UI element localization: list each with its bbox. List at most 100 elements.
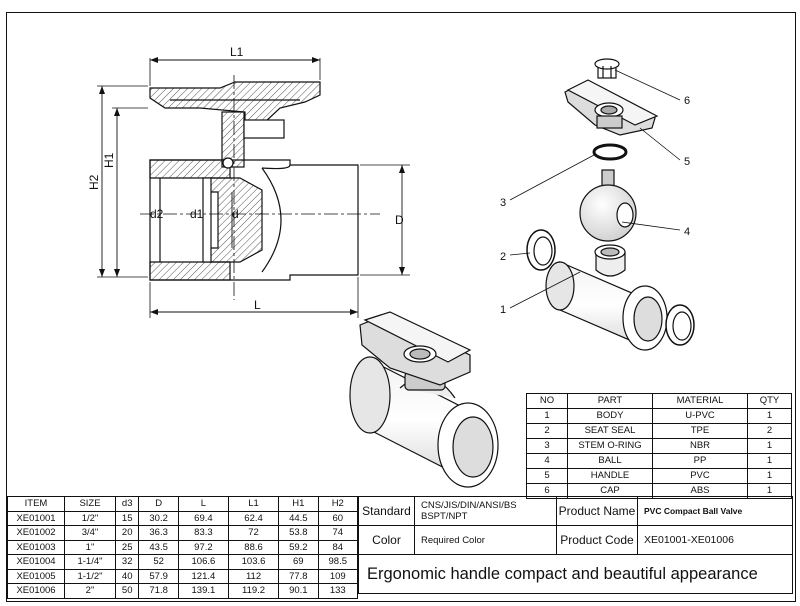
table-row: XE01005 1-1/2" 40 57.9 121.4 112 77.8 10… — [7, 568, 359, 584]
ball-part — [579, 169, 637, 242]
cell: 3/4" — [64, 525, 116, 541]
color-value: Required Color — [414, 525, 557, 555]
cell: HANDLE — [567, 468, 653, 484]
cell: 53.8 — [278, 525, 319, 541]
cell: 1 — [747, 468, 792, 484]
drawing-sheet — [6, 12, 796, 602]
header-size: SIZE — [64, 496, 116, 512]
cell: 74 — [317, 525, 359, 541]
cell: 1" — [64, 539, 116, 555]
cell: 5 — [526, 468, 568, 484]
dim-label-d: d — [232, 207, 239, 221]
header-h2: H2 — [317, 496, 359, 512]
cell: 133 — [317, 583, 359, 599]
callout-3: 3 — [500, 197, 506, 209]
cell: 77.8 — [278, 568, 319, 584]
product-code-value: XE01001-XE01006 — [637, 525, 793, 555]
assembled-valve-illustration — [349, 311, 499, 488]
cell: XE01001 — [7, 510, 65, 526]
callout-6: 6 — [684, 95, 690, 107]
dimension-table: ITEM SIZE d3 D L L1 H1 H2 XE01001 1/2" 1… — [7, 496, 359, 599]
product-code-label: Product Code — [556, 525, 638, 555]
handle-part — [564, 79, 659, 136]
cell: 60 — [317, 510, 359, 526]
cell: 69 — [278, 554, 319, 570]
cell: XE01003 — [7, 539, 65, 555]
body-part — [545, 244, 668, 351]
header-l1: L1 — [227, 496, 280, 512]
cell: 20 — [114, 525, 140, 541]
cell: 139.1 — [177, 583, 229, 599]
cell: 59.2 — [278, 539, 319, 555]
table-row: 1 BODY U-PVC 1 — [526, 408, 792, 424]
cell: 1 — [747, 438, 792, 454]
dim-label-h2: H2 — [87, 174, 101, 190]
handle-section — [149, 81, 321, 126]
cell: 57.9 — [138, 568, 179, 584]
cell: 119.2 — [227, 583, 280, 599]
standard-value: CNS/JIS/DIN/ANSI/BS BSPT/NPT — [414, 496, 557, 526]
standard-value-line2: BSPT/NPT — [421, 511, 468, 522]
cell: STEM O-RING — [567, 438, 653, 454]
color-label: Color — [358, 525, 415, 555]
cell: 2 — [747, 423, 792, 439]
cell: 2" — [64, 583, 116, 599]
parts-table: NO PART MATERIAL QTY 1 BODY U-PVC 1 2 SE… — [526, 393, 792, 499]
cell: 36.3 — [138, 525, 179, 541]
cell: 44.5 — [278, 510, 319, 526]
cell: 90.1 — [278, 583, 319, 599]
header-d3: d3 — [114, 496, 140, 512]
cell: BALL — [567, 453, 653, 469]
cell: 2 — [526, 423, 568, 439]
table-row: XE01002 3/4" 20 36.3 83.3 72 53.8 74 — [7, 525, 359, 541]
cell: 32 — [114, 554, 140, 570]
cell: 50 — [114, 583, 140, 599]
header-h1: H1 — [278, 496, 319, 512]
cell: 3 — [526, 438, 568, 454]
cell: 1 — [526, 408, 568, 424]
dim-label-big-d: D — [395, 213, 404, 227]
dim-label-d2: d2 — [150, 207, 164, 221]
cell: 52 — [138, 554, 179, 570]
cell: 98.5 — [317, 554, 359, 570]
callout-2: 2 — [500, 251, 506, 263]
dim-label-l1: L1 — [230, 45, 244, 59]
cell: 1 — [747, 453, 792, 469]
callout-5: 5 — [684, 156, 690, 168]
callout-4: 4 — [684, 226, 690, 238]
cell: 103.6 — [227, 554, 280, 570]
dim-label-l: L — [254, 298, 261, 312]
cap-part — [594, 58, 620, 79]
seat-seal-part-left — [526, 229, 556, 271]
cell: TPE — [652, 423, 748, 439]
cell: 25 — [114, 539, 140, 555]
cell: BODY — [567, 408, 653, 424]
stem-o-ring-part — [592, 143, 628, 161]
slogan: Ergonomic handle compact and beautiful a… — [358, 554, 793, 594]
stem-section — [221, 111, 245, 168]
cell: 40 — [114, 568, 140, 584]
cell: 106.6 — [177, 554, 229, 570]
header-material: MATERIAL — [652, 393, 748, 409]
dim-label-h1: H1 — [102, 152, 116, 168]
cell: 84 — [317, 539, 359, 555]
table-row: 5 HANDLE PVC 1 — [526, 468, 792, 484]
cell: SEAT SEAL — [567, 423, 653, 439]
standard-label: Standard — [358, 496, 415, 526]
exploded-view — [509, 58, 695, 351]
header-qty: QTY — [747, 393, 792, 409]
product-name-label: Product Name — [556, 496, 638, 526]
table-row: XE01006 2" 50 71.8 139.1 119.2 90.1 133 — [7, 583, 359, 599]
cell: PP — [652, 453, 748, 469]
cell: 30.2 — [138, 510, 179, 526]
table-row: 2 SEAT SEAL TPE 2 — [526, 423, 792, 439]
cell: 69.4 — [177, 510, 229, 526]
table-row: XE01003 1" 25 43.5 97.2 88.6 59.2 84 — [7, 539, 359, 555]
dimension-table-header: ITEM SIZE d3 D L L1 H1 H2 — [7, 496, 359, 512]
standard-value-line1: CNS/JIS/DIN/ANSI/BS — [421, 500, 517, 511]
cell: 62.4 — [227, 510, 280, 526]
section-view — [97, 57, 410, 318]
header-part: PART — [567, 393, 653, 409]
cell: NBR — [652, 438, 748, 454]
